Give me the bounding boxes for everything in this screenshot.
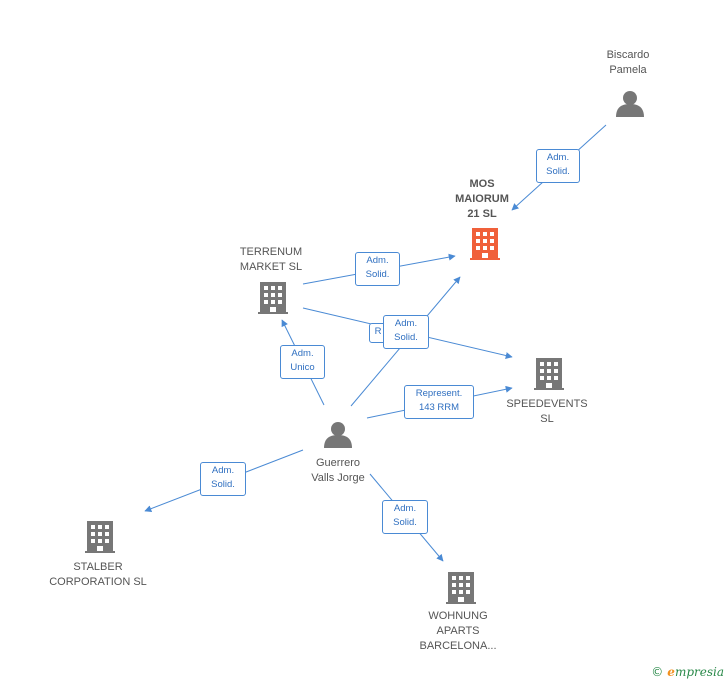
brand-initial: e: [667, 665, 675, 679]
edge-label-guerrero-wohnung: Adm. Solid.: [382, 500, 428, 534]
person-icon[interactable]: [324, 422, 352, 448]
building-icon[interactable]: [470, 228, 500, 260]
edge-label-guerrero-speedevents: Represent. 143 RRM: [404, 385, 474, 419]
edge-label-terrenum-mos: Adm. Solid.: [355, 252, 400, 286]
node-label-wohnung[interactable]: WOHNUNG APARTS BARCELONA...: [419, 610, 497, 652]
brand-watermark: ©empresia: [651, 665, 724, 679]
edge-label-biscardo-mos: Adm. Solid.: [536, 149, 580, 183]
node-label-guerrero[interactable]: Guerrero Valls Jorge: [311, 457, 365, 484]
edge-label-terrenum-speedevents: R: [369, 323, 387, 343]
person-icon[interactable]: [616, 91, 644, 117]
node-label-stalber[interactable]: STALBER CORPORATION SL: [49, 561, 147, 588]
building-icon[interactable]: [446, 572, 476, 604]
node-label-terrenum[interactable]: TERRENUM MARKET SL: [239, 246, 303, 273]
brand-name: mpresia: [674, 665, 724, 679]
node-label-mos-maiorum[interactable]: MOS MAIORUM 21 SL: [455, 178, 509, 220]
node-label-speedevents[interactable]: SPEEDEVENTS SL: [506, 398, 588, 425]
copyright-icon: ©: [651, 665, 664, 679]
building-icon[interactable]: [534, 358, 564, 390]
edge-label-guerrero-terrenum: Adm. Unico: [280, 345, 325, 379]
building-icon[interactable]: [85, 521, 115, 553]
edge-label-guerrero-stalber: Adm. Solid.: [200, 462, 246, 496]
node-label-biscardo[interactable]: Biscardo Pamela: [606, 49, 650, 76]
edge-label-guerrero-mos: Adm. Solid.: [383, 315, 429, 349]
building-icon[interactable]: [258, 282, 288, 314]
